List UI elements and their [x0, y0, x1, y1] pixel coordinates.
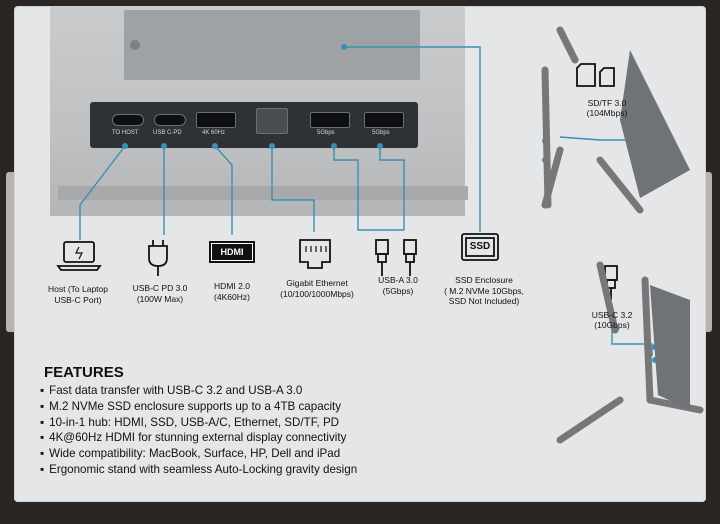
callout-usb-c-pd: USB-C PD 3.0(100W Max) — [132, 283, 188, 304]
feature-item: Wide compatibility: MacBook, Surface, HP… — [40, 446, 357, 462]
usb-a-port-2 — [364, 112, 404, 128]
leader-hdmi — [214, 145, 233, 235]
product-base — [58, 186, 468, 200]
laptop-icon — [56, 241, 102, 271]
port-strip: TO HOST USB C-PD 4K 60Hz 5Gbps 5Gbps — [90, 102, 418, 148]
feature-item: Ergonomic stand with seamless Auto-Locki… — [40, 462, 357, 478]
leader-usbc-side — [611, 328, 653, 356]
device-top-illustration — [620, 50, 690, 198]
stand-illustration-top — [541, 26, 644, 214]
ethernet-icon — [299, 239, 331, 269]
callout-ethernet: Gigabit Ethernet(10/100/1000Mbps) — [280, 278, 354, 299]
ssd-icon-label: SSD — [469, 241, 491, 252]
port-label-usbc-pd: USB C-PD — [153, 130, 182, 136]
features-heading: FEATURES — [44, 364, 124, 381]
usb-c-pd-port — [154, 114, 186, 126]
ssd-icon — [461, 233, 499, 261]
port-label-usba-2: 5Gbps — [372, 130, 390, 136]
port-label-to-host: TO HOST — [112, 130, 139, 136]
device-bottom-illustration — [650, 285, 690, 410]
side-label-sd: SD/TF 3.0(104Mbps) — [586, 98, 628, 119]
leader-usba-1 — [333, 146, 404, 231]
sd-card-icon — [576, 63, 596, 87]
ethernet-port — [256, 108, 288, 134]
leader-ssd — [344, 46, 481, 232]
features-list: Fast data transfer with USB-C 3.2 and US… — [40, 383, 357, 478]
leader-usba-2 — [379, 146, 405, 230]
port-label-hdmi: 4K 60Hz — [202, 130, 226, 136]
side-label-usbc: USB-C 3.2(10Gbps) — [591, 310, 633, 331]
callout-hdmi: HDMI 2.0(4K60Hz) — [214, 281, 250, 302]
hdmi-port — [196, 112, 236, 128]
feature-item: 4K@60Hz HDMI for stunning external displ… — [40, 430, 357, 446]
usb-a-icon — [375, 239, 417, 276]
leader-ethernet — [271, 146, 315, 232]
usb-c-host-port — [112, 114, 144, 126]
feature-item: Fast data transfer with USB-C 3.2 and US… — [40, 383, 357, 399]
callout-usb-a: USB-A 3.0(5Gbps) — [378, 275, 418, 296]
feature-item: M.2 NVMe SSD enclosure supports up to a … — [40, 399, 357, 415]
leader-host — [79, 145, 126, 240]
callout-ssd: SSD Enclosure( M.2 NVMe 10Gbps,SSD Not I… — [444, 275, 524, 307]
ssd-cover-panel — [124, 10, 420, 80]
status-light — [130, 40, 140, 50]
power-plug-icon — [148, 240, 168, 276]
tf-card-icon — [599, 67, 615, 87]
usb-a-port-1 — [310, 112, 350, 128]
hdmi-icon-label: HDMI — [212, 244, 252, 260]
port-label-usba-1: 5Gbps — [317, 130, 335, 136]
stand-illustration-bottom — [556, 261, 704, 444]
feature-item: 10-in-1 hub: HDMI, SSD, USB-A/C, Etherne… — [40, 415, 357, 431]
